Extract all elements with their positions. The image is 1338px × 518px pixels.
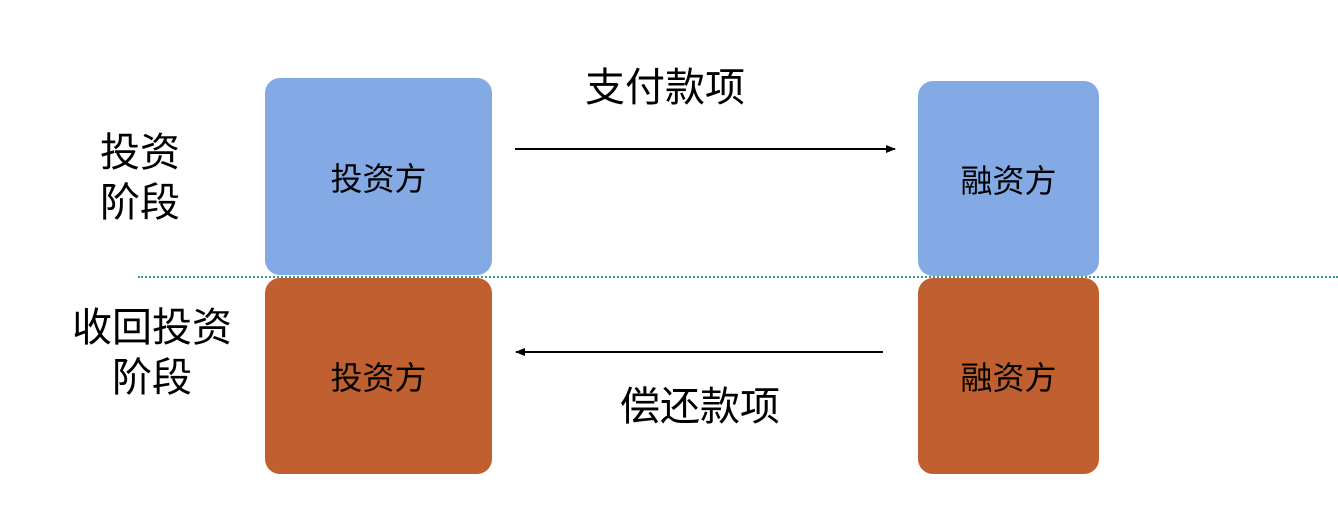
repayment-arrow-label: 偿还款项	[620, 384, 780, 430]
investment-stage-label: 投资 阶段	[80, 128, 200, 228]
investor-box-label: 投资方	[330, 159, 427, 198]
financer-box-label: 融资方	[960, 161, 1057, 200]
financer-box-investment-stage: 融资方	[918, 81, 1099, 276]
payment-arrow-label: 支付款项	[585, 65, 745, 111]
financer-box-recovery-stage: 融资方	[918, 278, 1099, 474]
investment-stage-label-line-1: 投资	[100, 130, 180, 176]
stage-divider	[138, 276, 1338, 278]
investor-box-recovery-stage: 投资方	[265, 278, 492, 474]
recovery-stage-label-line-1: 收回投资	[72, 305, 232, 351]
financer-box-label: 融资方	[960, 359, 1057, 397]
recovery-stage-label-line-2: 阶段	[112, 355, 192, 401]
investor-box-label: 投资方	[330, 359, 427, 397]
investment-stage-label-line-2: 阶段	[100, 180, 180, 226]
recovery-stage-label: 收回投资 阶段	[52, 303, 252, 403]
investor-box-investment-stage: 投资方	[265, 78, 492, 275]
